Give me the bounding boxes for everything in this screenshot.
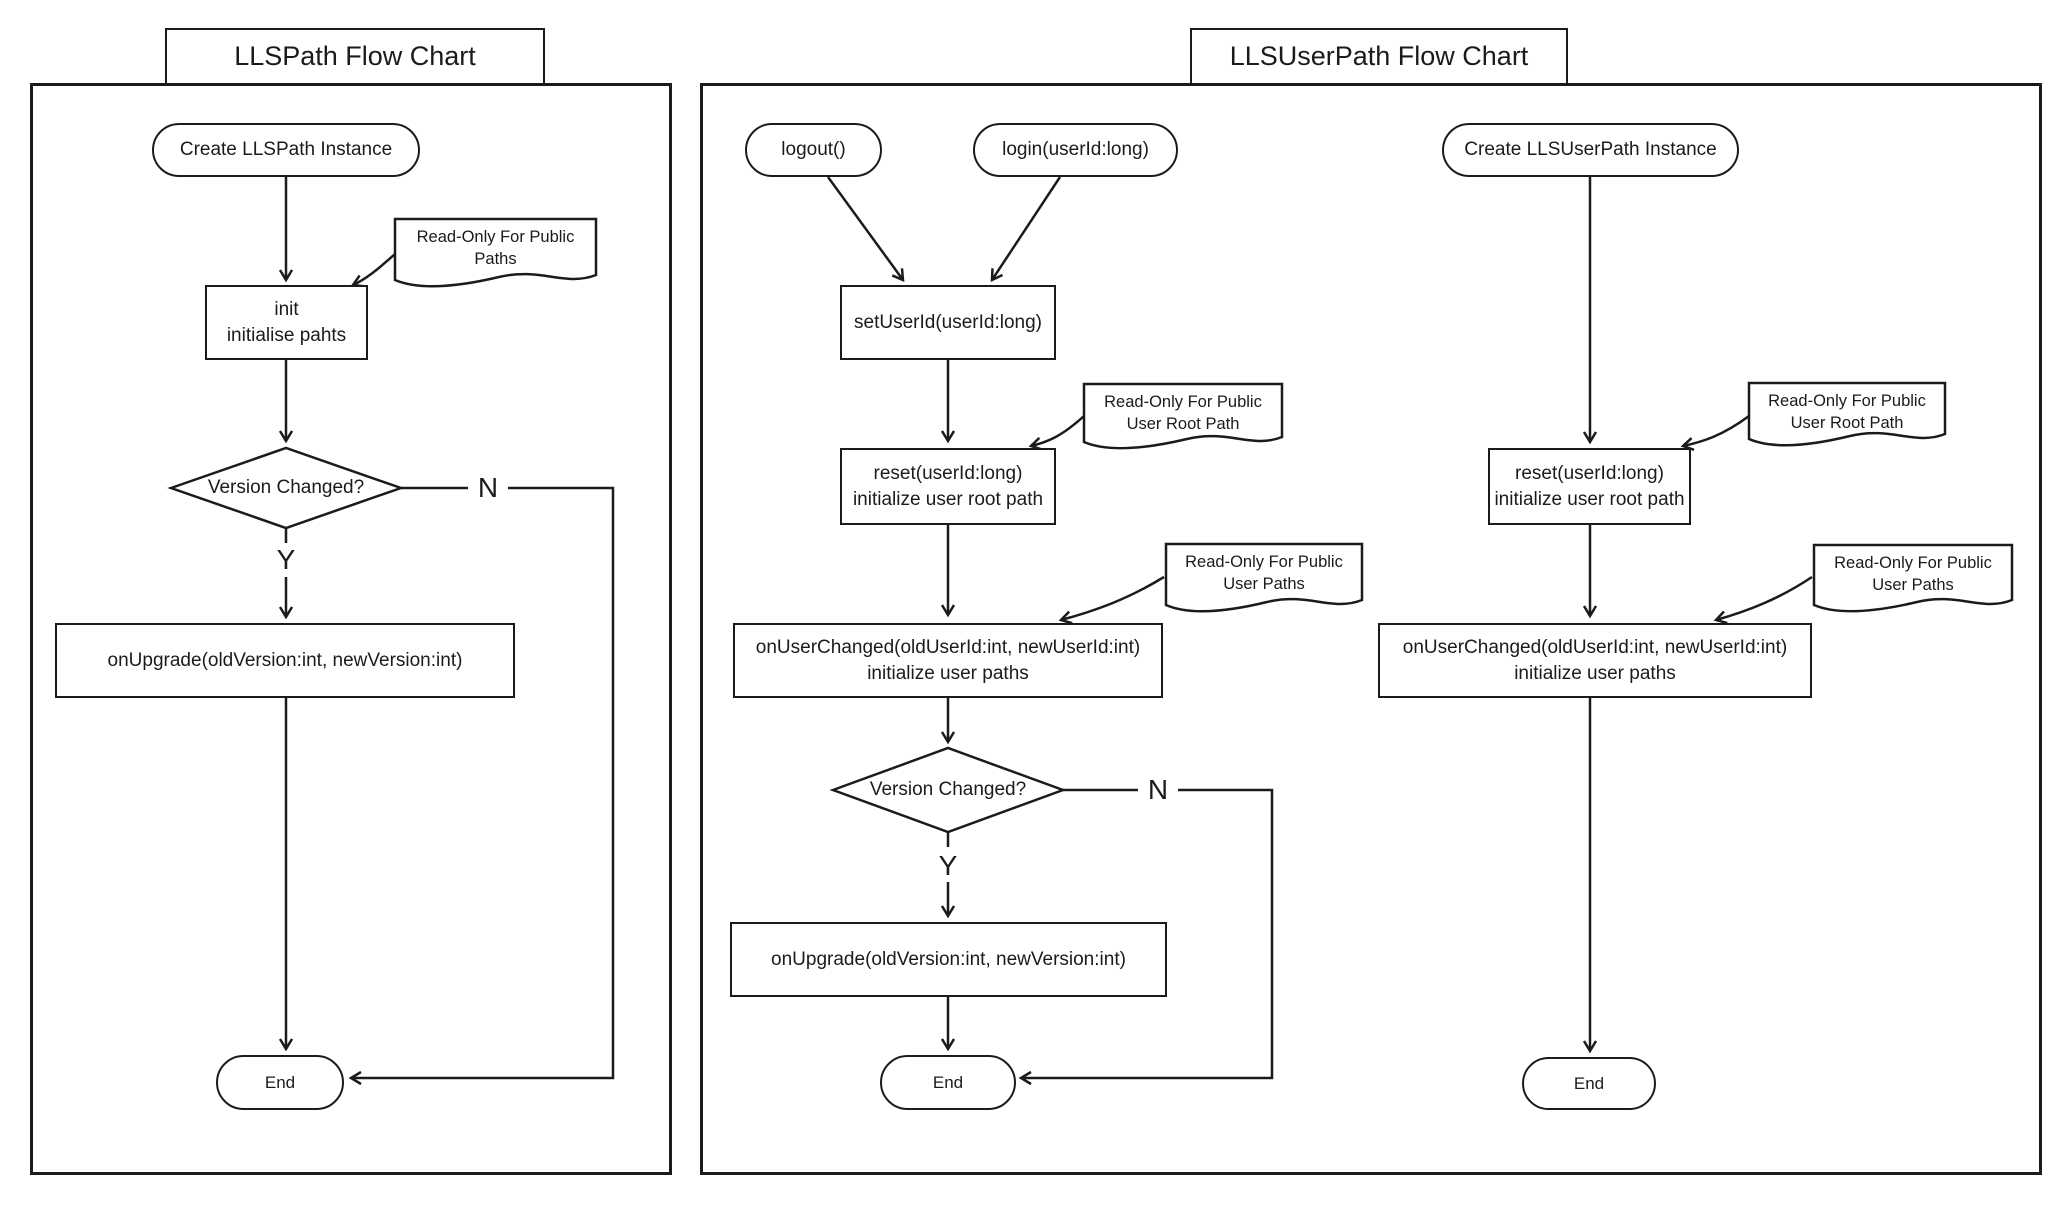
note-user-root-path-rightcol-text: Read-Only For Public User Root Path xyxy=(1768,392,1926,432)
arrow-note-to-init xyxy=(350,253,396,288)
arrow-note-to-reset-rightcol xyxy=(1680,414,1750,451)
reset-node-mid: reset(userId:long) initialize user root … xyxy=(840,448,1056,525)
upgrade-node-left: onUpgrade(oldVersion:int, newVersion:int… xyxy=(55,623,515,698)
yes-label-right: Y xyxy=(928,850,968,882)
create-instance-node: Create LLSUserPath Instance xyxy=(1442,123,1739,177)
arrow-no-to-end-right xyxy=(1018,788,1274,1086)
onuserchanged-node-rightcol: onUserChanged(oldUserId:int, newUserId:i… xyxy=(1378,623,1812,698)
decision-label-left: Version Changed? xyxy=(207,477,365,498)
arrow-no-to-end-left xyxy=(348,486,615,1086)
note-public-paths: Read-Only For Public Paths xyxy=(393,217,598,295)
note-user-root-path-mid: Read-Only For Public User Root Path xyxy=(1082,382,1284,456)
note-document-shape xyxy=(1812,543,2014,613)
note-document-shape xyxy=(1164,542,1364,613)
note-user-paths-rightcol: Read-Only For Public User Paths xyxy=(1812,543,2014,620)
arrow-login-to-setuserid xyxy=(990,176,1062,283)
end-node-left: End xyxy=(216,1055,344,1110)
note-user-paths-mid: Read-Only For Public User Paths xyxy=(1164,542,1364,620)
right-chart-title-label: LLSUserPath Flow Chart xyxy=(1229,41,1529,71)
setuserid-node: setUserId(userId:long) xyxy=(840,285,1056,360)
arrow-note-to-onuserchanged-rightcol xyxy=(1713,575,1813,625)
yes-label-left: Y xyxy=(266,544,306,576)
no-label-left: N xyxy=(468,472,508,504)
note-user-paths-rightcol-text: Read-Only For Public User Paths xyxy=(1834,554,1992,594)
note-document-shape xyxy=(393,217,598,288)
end-node-mid: End xyxy=(880,1055,1016,1110)
init-node: init initialise pahts xyxy=(205,285,368,360)
decision-label-right: Version Changed? xyxy=(869,779,1027,800)
logout-node: logout() xyxy=(745,123,882,177)
arrow-logout-to-setuserid xyxy=(826,176,905,282)
end-node-rightcol: End xyxy=(1522,1057,1656,1110)
note-user-root-path-rightcol: Read-Only For Public User Root Path xyxy=(1747,381,1947,453)
onuserchanged-node-mid: onUserChanged(oldUserId:int, newUserId:i… xyxy=(733,623,1163,698)
login-node: login(userId:long) xyxy=(973,123,1178,177)
right-chart-title: LLSUserPath Flow Chart xyxy=(1190,28,1568,85)
note-user-root-path-mid-text: Read-Only For Public User Root Path xyxy=(1104,393,1262,433)
left-chart-title: LLSPath Flow Chart xyxy=(165,28,545,85)
reset-node-rightcol: reset(userId:long) initialize user root … xyxy=(1488,448,1691,525)
start-node-left: Create LLSPath Instance xyxy=(152,123,420,177)
left-chart-title-label: LLSPath Flow Chart xyxy=(234,41,476,71)
arrow-note-to-reset-mid xyxy=(1028,415,1085,451)
arrow-note-to-onuserchanged-mid xyxy=(1058,575,1165,625)
note-document-shape xyxy=(1082,382,1284,450)
note-user-paths-mid-text: Read-Only For Public User Paths xyxy=(1185,553,1343,593)
upgrade-node-right: onUpgrade(oldVersion:int, newVersion:int… xyxy=(730,922,1167,997)
note-public-paths-text: Read-Only For Public Paths xyxy=(416,228,575,268)
no-label-right: N xyxy=(1138,774,1178,806)
note-document-shape xyxy=(1747,381,1947,447)
